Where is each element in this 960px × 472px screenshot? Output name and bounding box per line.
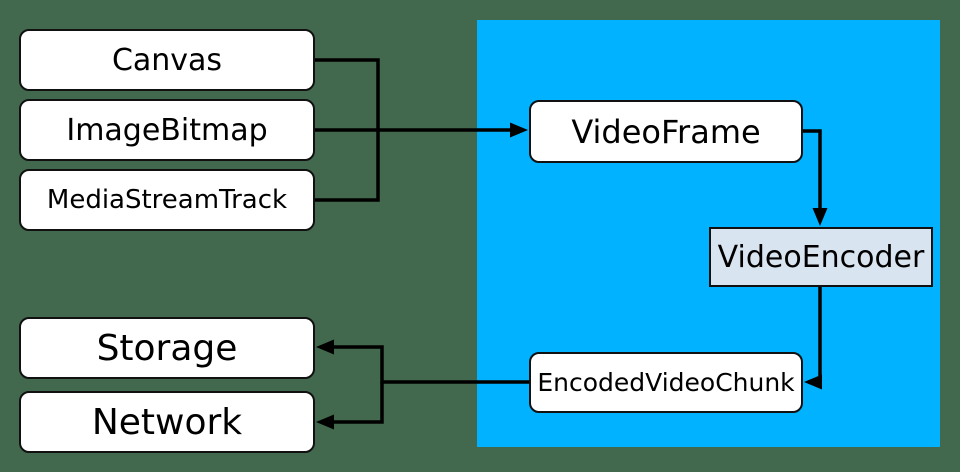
- node-videoencoder: VideoEncoder: [709, 227, 933, 287]
- node-imagebitmap-label: ImageBitmap: [66, 112, 268, 148]
- node-encodedvideochunk: EncodedVideoChunk: [529, 352, 803, 413]
- node-canvas-label: Canvas: [111, 42, 223, 78]
- arrowhead-into-storage: [316, 339, 334, 355]
- node-storage: Storage: [19, 317, 315, 379]
- node-encodedvideochunk-label: EncodedVideoChunk: [537, 368, 795, 397]
- arrowhead-into-network: [316, 414, 334, 430]
- node-network-label: Network: [91, 401, 243, 443]
- edge-encodedvideochunk-network: [332, 382, 384, 424]
- node-mediastreamtrack: MediaStreamTrack: [19, 169, 315, 231]
- node-canvas: Canvas: [19, 29, 315, 91]
- node-network: Network: [19, 391, 315, 453]
- node-storage-label: Storage: [96, 327, 238, 369]
- node-videoencoder-label: VideoEncoder: [717, 239, 925, 275]
- edge-canvas-mediastreamtrack-bus: [315, 58, 380, 202]
- node-videoframe-label: VideoFrame: [571, 112, 761, 151]
- node-mediastreamtrack-label: MediaStreamTrack: [46, 185, 288, 215]
- node-imagebitmap: ImageBitmap: [19, 99, 315, 161]
- node-videoframe: VideoFrame: [529, 100, 803, 163]
